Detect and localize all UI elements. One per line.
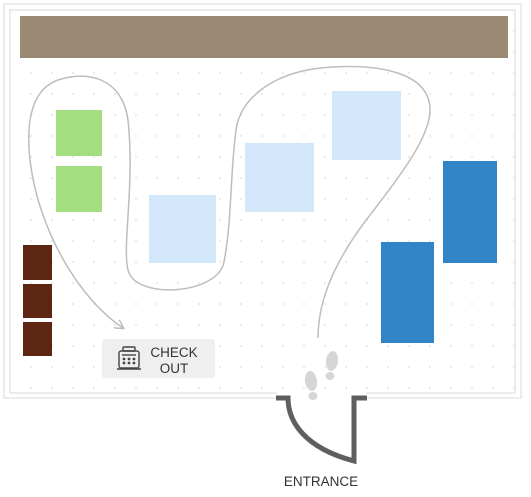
entrance-label: ENTRANCE <box>284 474 358 489</box>
checkout-counter: CHECK OUT <box>102 339 215 378</box>
store-walls <box>3 3 522 399</box>
customer-path <box>28 65 431 339</box>
produce-bin <box>56 166 102 212</box>
display-table <box>245 143 314 212</box>
wall-shelf <box>23 245 52 280</box>
display-table <box>332 91 401 160</box>
display-table <box>149 195 216 263</box>
checkout-label-line2: OUT <box>160 361 189 376</box>
footprints-icon <box>304 351 339 401</box>
back-counter <box>20 16 508 58</box>
cash-register-icon <box>117 346 141 370</box>
wall-shelf <box>23 322 52 356</box>
entrance-door <box>276 395 367 465</box>
wall-shelf <box>23 284 52 318</box>
shelf-unit <box>381 242 434 343</box>
shelf-unit <box>443 161 497 263</box>
produce-bin <box>56 110 102 156</box>
checkout-label-line1: CHECK <box>150 345 197 360</box>
